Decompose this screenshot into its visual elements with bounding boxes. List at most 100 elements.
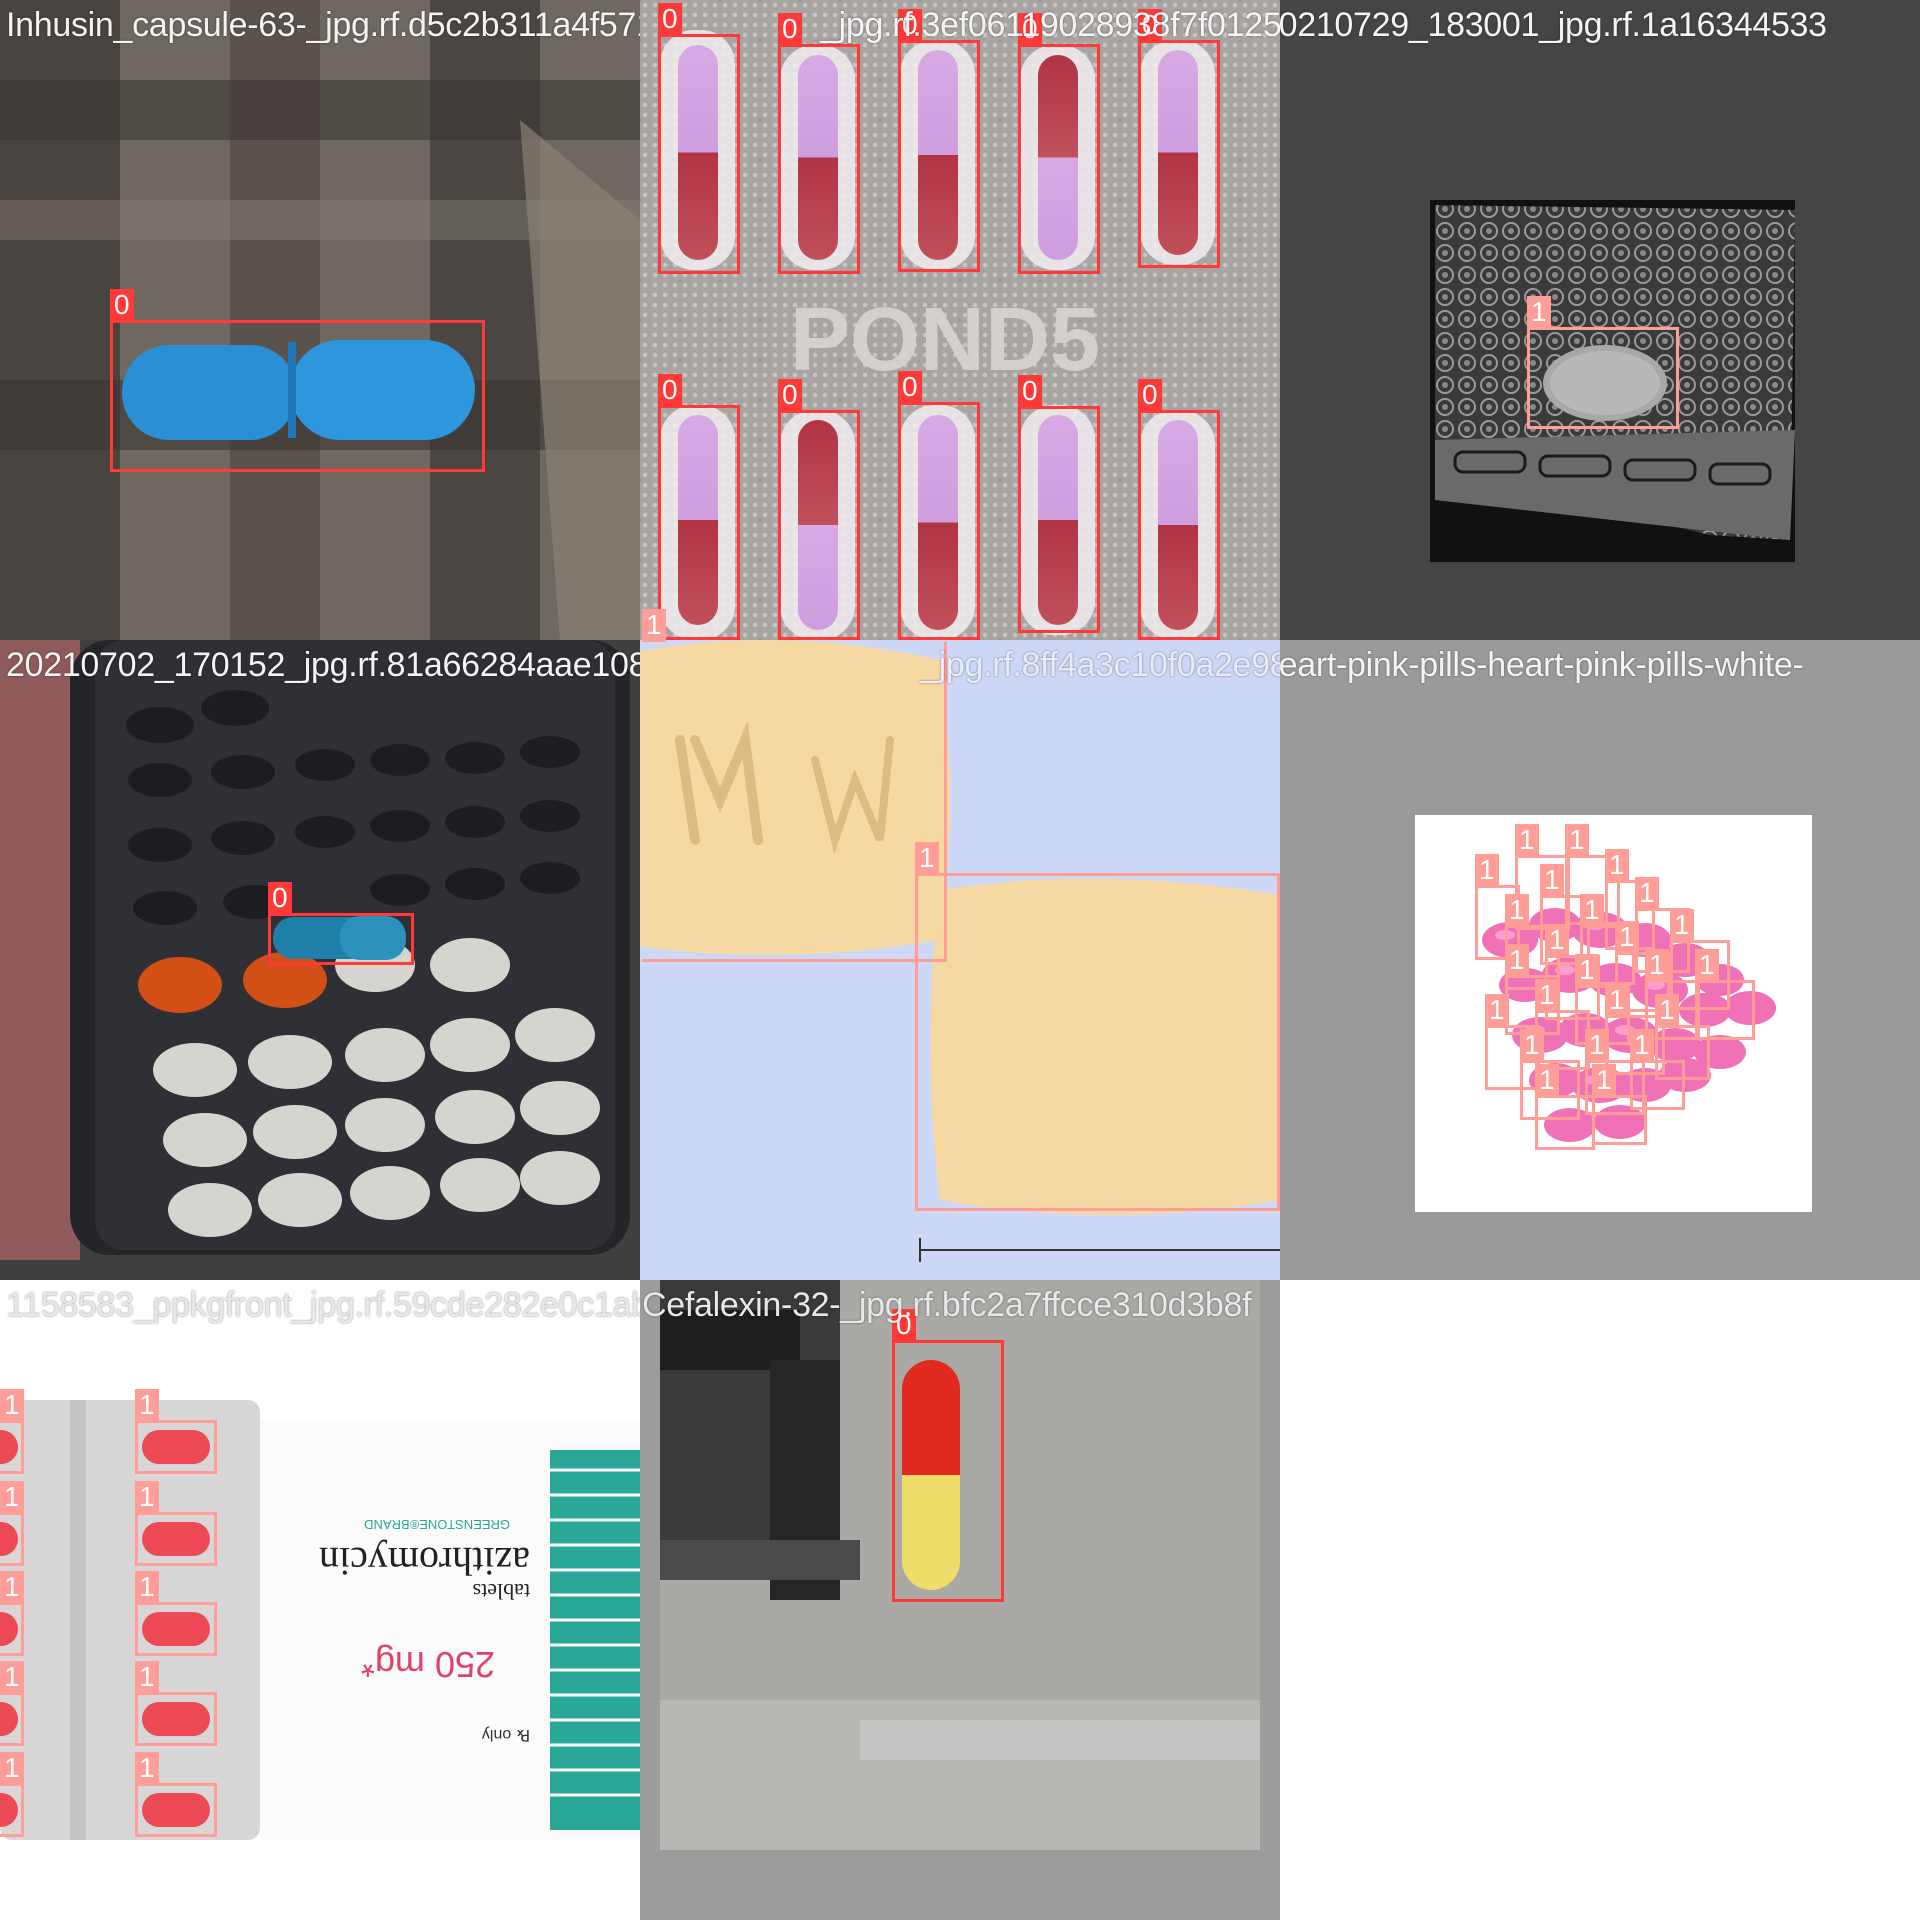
bbox[interactable]: 1 xyxy=(135,1661,217,1746)
class-label: 1 xyxy=(915,842,939,874)
class-label: 1 xyxy=(642,609,666,640)
tile-image: POND5 xyxy=(640,0,1280,640)
class-label: 1 xyxy=(0,1752,24,1784)
bbox[interactable]: 0 xyxy=(778,13,860,274)
bbox[interactable]: 0 xyxy=(110,289,485,472)
class-label: 1 xyxy=(1535,979,1559,1011)
class-label: 0 xyxy=(892,1309,916,1341)
watermark: POND5 xyxy=(790,290,1100,390)
tile-image xyxy=(0,640,640,1280)
file-name: heart-pink-pills-heart-pink-pills-white- xyxy=(1280,646,1804,684)
class-label: 0 xyxy=(898,371,922,403)
class-label: 0 xyxy=(658,3,682,35)
bbox[interactable]: 1 xyxy=(915,842,1280,1211)
class-label: 1 xyxy=(1535,1064,1559,1096)
bbox[interactable]: 1 xyxy=(1615,921,1670,1012)
bbox[interactable]: 1 xyxy=(1535,1064,1595,1150)
bbox[interactable]: 1 xyxy=(1695,949,1755,1040)
class-label: 0 xyxy=(898,9,922,41)
pack-strength: 250 mg* xyxy=(361,1644,495,1685)
class-label: 1 xyxy=(1505,894,1529,926)
class-label: 1 xyxy=(1655,994,1679,1026)
class-label: 1 xyxy=(1475,854,1499,886)
class-label: 1 xyxy=(135,1389,159,1421)
bbox[interactable]: 1 xyxy=(1670,909,1730,1010)
file-name: 1158583_ppkgfront_jpg.rf.59cde282e0c1ab xyxy=(6,1286,640,1324)
class-label: 1 xyxy=(1505,944,1529,976)
empty-slot xyxy=(1280,1280,1920,1920)
bbox[interactable]: 1 xyxy=(1585,1029,1645,1115)
tile-blister-capsules: POND5 xyxy=(640,0,1280,640)
class-label: 1 xyxy=(1585,1029,1609,1061)
class-label: 1 xyxy=(0,1481,24,1513)
class-label: 0 xyxy=(1138,379,1162,411)
bbox[interactable]: 0 xyxy=(1138,9,1220,268)
tile-heart-pills: heart-pink-pills-heart-pink-pills-white-… xyxy=(1280,640,1920,1280)
class-label: 1 xyxy=(135,1571,159,1603)
pack-brand: GREENSTONE®BRAND xyxy=(364,1517,510,1532)
class-label: 1 xyxy=(0,1571,24,1603)
bbox[interactable]: 1 xyxy=(1580,894,1635,985)
class-label: 1 xyxy=(1670,909,1694,941)
class-label: 1 xyxy=(0,1661,24,1693)
class-label: 1 xyxy=(135,1661,159,1693)
bbox[interactable]: 0 xyxy=(658,3,740,274)
bbox[interactable]: 1 xyxy=(0,1661,24,1746)
file-name: _jpg.rf.3ef06119028938f7f0125f0 xyxy=(820,6,1280,44)
bbox[interactable]: 0 xyxy=(1138,379,1220,640)
bbox[interactable]: 0 xyxy=(658,374,740,640)
class-label: 1 xyxy=(1575,954,1599,986)
bbox[interactable]: 0 xyxy=(892,1309,1004,1602)
bbox[interactable]: 1 xyxy=(135,1481,217,1566)
bbox[interactable]: 1 xyxy=(1520,1029,1580,1120)
bbox[interactable]: 1 xyxy=(1527,296,1679,429)
bbox[interactable]: 0 xyxy=(1018,13,1100,274)
tile-gray-tablet: 20210729_183001_jpg.rf.1a16344533 1 xyxy=(1280,0,1920,640)
tile-blue-capsule: Inhusin_capsule-63-_jpg.rf.d5c2b311a4f57… xyxy=(0,0,640,640)
class-label: 0 xyxy=(1018,375,1042,407)
class-label: 1 xyxy=(135,1481,159,1513)
tile-yellow-tablets: _jpg.rf.8ff4a3c10f0a2e98f970 1 1 xyxy=(640,640,1280,1280)
class-label: 1 xyxy=(1605,984,1629,1016)
bbox[interactable]: 1 xyxy=(0,1389,24,1474)
class-label: 0 xyxy=(268,882,292,914)
tile-cefalexin-capsule: Cefalexin-32-_jpg.rf.bfc2a7ffcce310d3b8f… xyxy=(640,1280,1280,1920)
bbox[interactable]: 1 xyxy=(0,1571,24,1656)
pack-drug: azithromycin xyxy=(319,1539,530,1584)
class-label: 1 xyxy=(1485,994,1509,1026)
class-label: 1 xyxy=(1565,824,1589,856)
class-label: 1 xyxy=(1605,849,1629,881)
class-label: 1 xyxy=(1545,924,1569,956)
bbox[interactable]: 0 xyxy=(898,371,980,640)
tile-image: GREENSTONE®BRAND azithromycin tablets 25… xyxy=(0,1280,640,1920)
class-label: 0 xyxy=(1138,9,1162,41)
class-label: 1 xyxy=(1520,1029,1544,1061)
bbox[interactable]: 1 xyxy=(1540,864,1590,965)
bbox[interactable]: 0 xyxy=(778,379,860,640)
class-label: 1 xyxy=(1515,824,1539,856)
bbox[interactable]: 1 xyxy=(1605,849,1655,950)
pack-form: tablets xyxy=(473,1579,530,1604)
bbox[interactable]: 1 xyxy=(0,1481,24,1566)
bbox[interactable]: 1 xyxy=(135,1389,217,1474)
class-label: 0 xyxy=(658,374,682,406)
class-label: 1 xyxy=(1630,1029,1654,1061)
bbox[interactable]: 0 xyxy=(268,882,414,965)
bbox[interactable]: 1 xyxy=(135,1571,217,1656)
bbox[interactable]: 0 xyxy=(1018,375,1100,633)
bbox[interactable]: 1 xyxy=(642,640,947,962)
file-name: Cefalexin-32-_jpg.rf.bfc2a7ffcce310d3b8f xyxy=(642,1286,1252,1324)
bbox[interactable]: 0 xyxy=(898,9,980,272)
bbox[interactable]: 1 xyxy=(1645,949,1700,1040)
tile-image xyxy=(1280,0,1920,640)
file-name: _jpg.rf.8ff4a3c10f0a2e98f970 xyxy=(920,646,1280,684)
class-label: 1 xyxy=(1527,296,1551,328)
class-label: 1 xyxy=(0,1389,24,1421)
bbox[interactable]: 1 xyxy=(1592,1064,1647,1145)
bbox[interactable]: 1 xyxy=(0,1752,24,1837)
class-label: 1 xyxy=(1635,877,1659,909)
tile-calculator-capsule: 20210702_170152_jpg.rf.81a66284aae108501… xyxy=(0,640,640,1280)
bbox[interactable]: 1 xyxy=(135,1752,217,1837)
bbox[interactable]: 1 xyxy=(1630,1029,1685,1110)
tile-image xyxy=(0,0,640,640)
